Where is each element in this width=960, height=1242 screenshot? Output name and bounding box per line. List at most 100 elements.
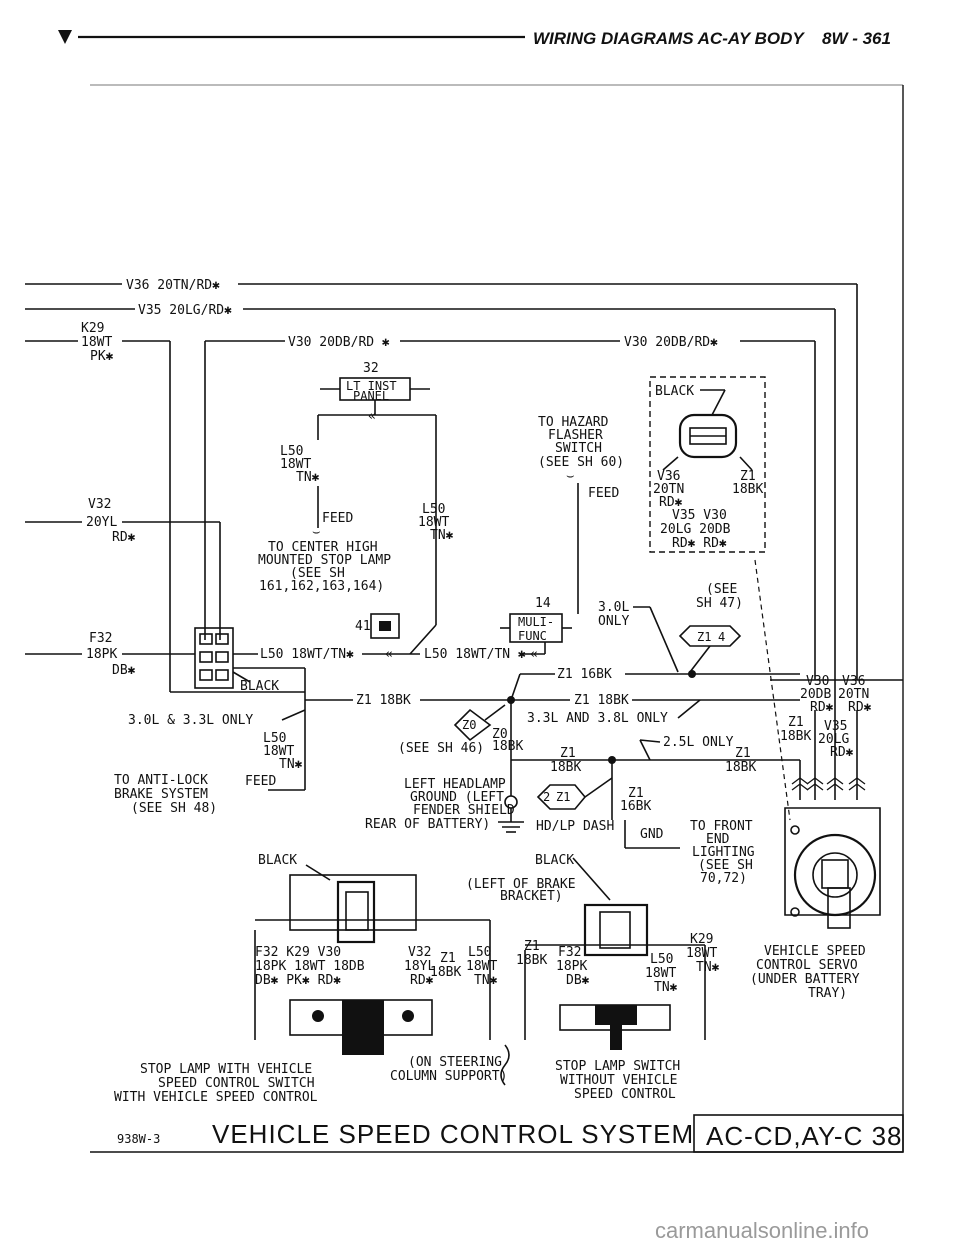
svg-text:Z1: Z1 (628, 786, 644, 801)
left-wires: V32 20YL RD✱ F32 18PK DB✱ (25, 497, 221, 678)
svg-text:CONTROL SERVO: CONTROL SERVO (756, 958, 858, 973)
svg-text:WITHOUT VEHICLE: WITHOUT VEHICLE (560, 1073, 677, 1088)
speed-control-servo: VEHICLE SPEED CONTROL SERVO (UNDER BATTE… (750, 807, 881, 1001)
page-header: WIRING DIAGRAMS AC-AY BODY 8W - 361 (58, 29, 891, 48)
svg-text:Z1: Z1 (560, 746, 576, 761)
svg-text:FEED: FEED (245, 774, 276, 789)
svg-text:STOP LAMP WITH VEHICLE: STOP LAMP WITH VEHICLE (140, 1062, 312, 1077)
svg-text:VEHICLE SPEED: VEHICLE SPEED (764, 944, 866, 959)
ground-area: LEFT HEADLAMP GROUND (LEFT FENDER SHIELD… (365, 777, 755, 886)
svg-text:Z1: Z1 (524, 939, 540, 954)
svg-text:RD✱: RD✱ (830, 745, 854, 760)
svg-text:18BK: 18BK (550, 760, 581, 775)
svg-text:⌣: ⌣ (312, 525, 321, 540)
svg-text:20YL: 20YL (86, 515, 117, 530)
svg-text:Z1 18BK: Z1 18BK (574, 693, 629, 708)
svg-text:FEED: FEED (322, 511, 353, 526)
servo-wires: V30 20DB RD✱ V36 20TN RD✱ Z1 18BK V35 20… (770, 674, 903, 800)
svg-text:END: END (706, 832, 730, 847)
svg-text:18BK: 18BK (492, 739, 523, 754)
svg-text:LEFT HEADLAMP: LEFT HEADLAMP (404, 777, 506, 792)
svg-text:70,72): 70,72) (700, 871, 747, 886)
svg-text:3.0L & 3.3L ONLY: 3.0L & 3.3L ONLY (128, 713, 253, 728)
header-title: WIRING DIAGRAMS AC-AY BODY (533, 29, 805, 48)
svg-text:SPEED CONTROL: SPEED CONTROL (574, 1087, 676, 1102)
svg-text:V36: V36 (842, 674, 865, 689)
svg-text:TN✱: TN✱ (474, 973, 498, 988)
svg-text:32: 32 (363, 361, 379, 376)
wire-k29-2: 18WT (81, 335, 112, 350)
svg-text:18YL: 18YL (404, 959, 435, 974)
header-page: 8W - 361 (822, 29, 891, 48)
svg-text:BLACK: BLACK (258, 853, 297, 868)
svg-text:«: « (530, 647, 538, 662)
svg-text:16BK: 16BK (620, 799, 651, 814)
svg-text:AC-CD,AY-C 38: AC-CD,AY-C 38 (706, 1121, 903, 1151)
svg-text:TN✱: TN✱ (430, 528, 454, 543)
connector-block-left: BLACK (170, 627, 306, 694)
svg-text:L50: L50 (422, 502, 445, 517)
svg-text:18WT: 18WT (263, 744, 294, 759)
svg-text:Z1: Z1 (735, 746, 751, 761)
svg-text:V36: V36 (657, 469, 680, 484)
svg-text:14: 14 (535, 596, 551, 611)
svg-text:PANEL: PANEL (353, 389, 389, 403)
svg-text:3.0L: 3.0L (598, 600, 629, 615)
svg-text:GROUND (LEFT: GROUND (LEFT (410, 790, 504, 805)
svg-text:(SEE: (SEE (706, 582, 737, 597)
header-triangle-icon (58, 30, 72, 44)
z1-run: Z1 16BK Z1 18BK Z1 18BK 3.0L & 3.3L ONLY… (114, 667, 800, 820)
svg-text:TN✱: TN✱ (279, 757, 303, 772)
svg-text:RD✱: RD✱ (112, 530, 136, 545)
svg-text:DB✱: DB✱ (566, 973, 590, 988)
svg-text:DB✱ PK✱ RD✱: DB✱ PK✱ RD✱ (255, 973, 341, 988)
svg-text:18PK: 18PK (86, 647, 117, 662)
svg-text:TRAY): TRAY) (808, 986, 847, 1001)
svg-text:Z0: Z0 (462, 718, 476, 732)
svg-text:DB✱: DB✱ (112, 663, 136, 678)
svg-text:18PK 18WT 18DB: 18PK 18WT 18DB (255, 959, 365, 974)
svg-text:TO FRONT: TO FRONT (690, 819, 753, 834)
svg-text:TN✱: TN✱ (696, 960, 720, 975)
svg-text:18BK: 18BK (780, 729, 811, 744)
wire-k29-1: K29 (81, 321, 104, 336)
svg-text:SWITCH: SWITCH (555, 441, 602, 456)
svg-text:18BK: 18BK (516, 953, 547, 968)
svg-text:RD✱: RD✱ (659, 495, 683, 510)
svg-text:FLASHER: FLASHER (548, 428, 603, 443)
svg-text:V35: V35 (824, 719, 847, 734)
svg-text:TO ANTI-LOCK: TO ANTI-LOCK (114, 773, 208, 788)
watermark: carmanualsonline.info (655, 1218, 869, 1242)
svg-text:18WT: 18WT (645, 966, 676, 981)
svg-text:20LG 20DB: 20LG 20DB (660, 522, 731, 537)
lt-inst-panel: 32 LT INST PANEL « L50 18WT TN✱ FEED ⌣ L… (258, 361, 454, 625)
svg-text:FENDER SHIELD: FENDER SHIELD (413, 803, 515, 818)
svg-text:20LG: 20LG (818, 732, 849, 747)
svg-text:Z1: Z1 (556, 790, 570, 804)
svg-text:HD/LP DASH: HD/LP DASH (536, 819, 614, 834)
svg-text:20TN: 20TN (838, 687, 869, 702)
svg-text:COLUMN SUPPORT): COLUMN SUPPORT) (390, 1069, 507, 1084)
svg-text:18BK: 18BK (732, 482, 763, 497)
svg-text:LIGHTING: LIGHTING (692, 845, 755, 860)
svg-text:(ON STEERING: (ON STEERING (408, 1055, 502, 1070)
svg-text:(SEE SH: (SEE SH (290, 566, 345, 581)
svg-text:Z1: Z1 (788, 715, 804, 730)
svg-text:«: « (368, 409, 376, 424)
svg-text:BLACK: BLACK (240, 679, 279, 694)
wire-v30-right: V30 20DB/RD✱ (624, 335, 718, 350)
svg-text:Z1 16BK: Z1 16BK (557, 667, 612, 682)
svg-text:Z1: Z1 (440, 951, 456, 966)
svg-text:2.5L ONLY: 2.5L ONLY (663, 735, 734, 750)
wire-v36-label: V36 20TN/RD✱ (126, 278, 220, 293)
svg-text:VEHICLE SPEED CONTROL SYSTEM: VEHICLE SPEED CONTROL SYSTEM (212, 1119, 694, 1149)
svg-text:TN✱: TN✱ (296, 470, 320, 485)
svg-text:18WT: 18WT (280, 457, 311, 472)
svg-text:938W-3: 938W-3 (117, 1132, 160, 1146)
svg-text:Z1 18BK: Z1 18BK (356, 693, 411, 708)
svg-text:REAR OF BATTERY): REAR OF BATTERY) (365, 817, 490, 832)
svg-text:BLACK: BLACK (535, 853, 574, 868)
wire-v30-left: V30 20DB/RD ✱ (288, 335, 390, 350)
svg-text:MULI-: MULI- (518, 615, 554, 629)
